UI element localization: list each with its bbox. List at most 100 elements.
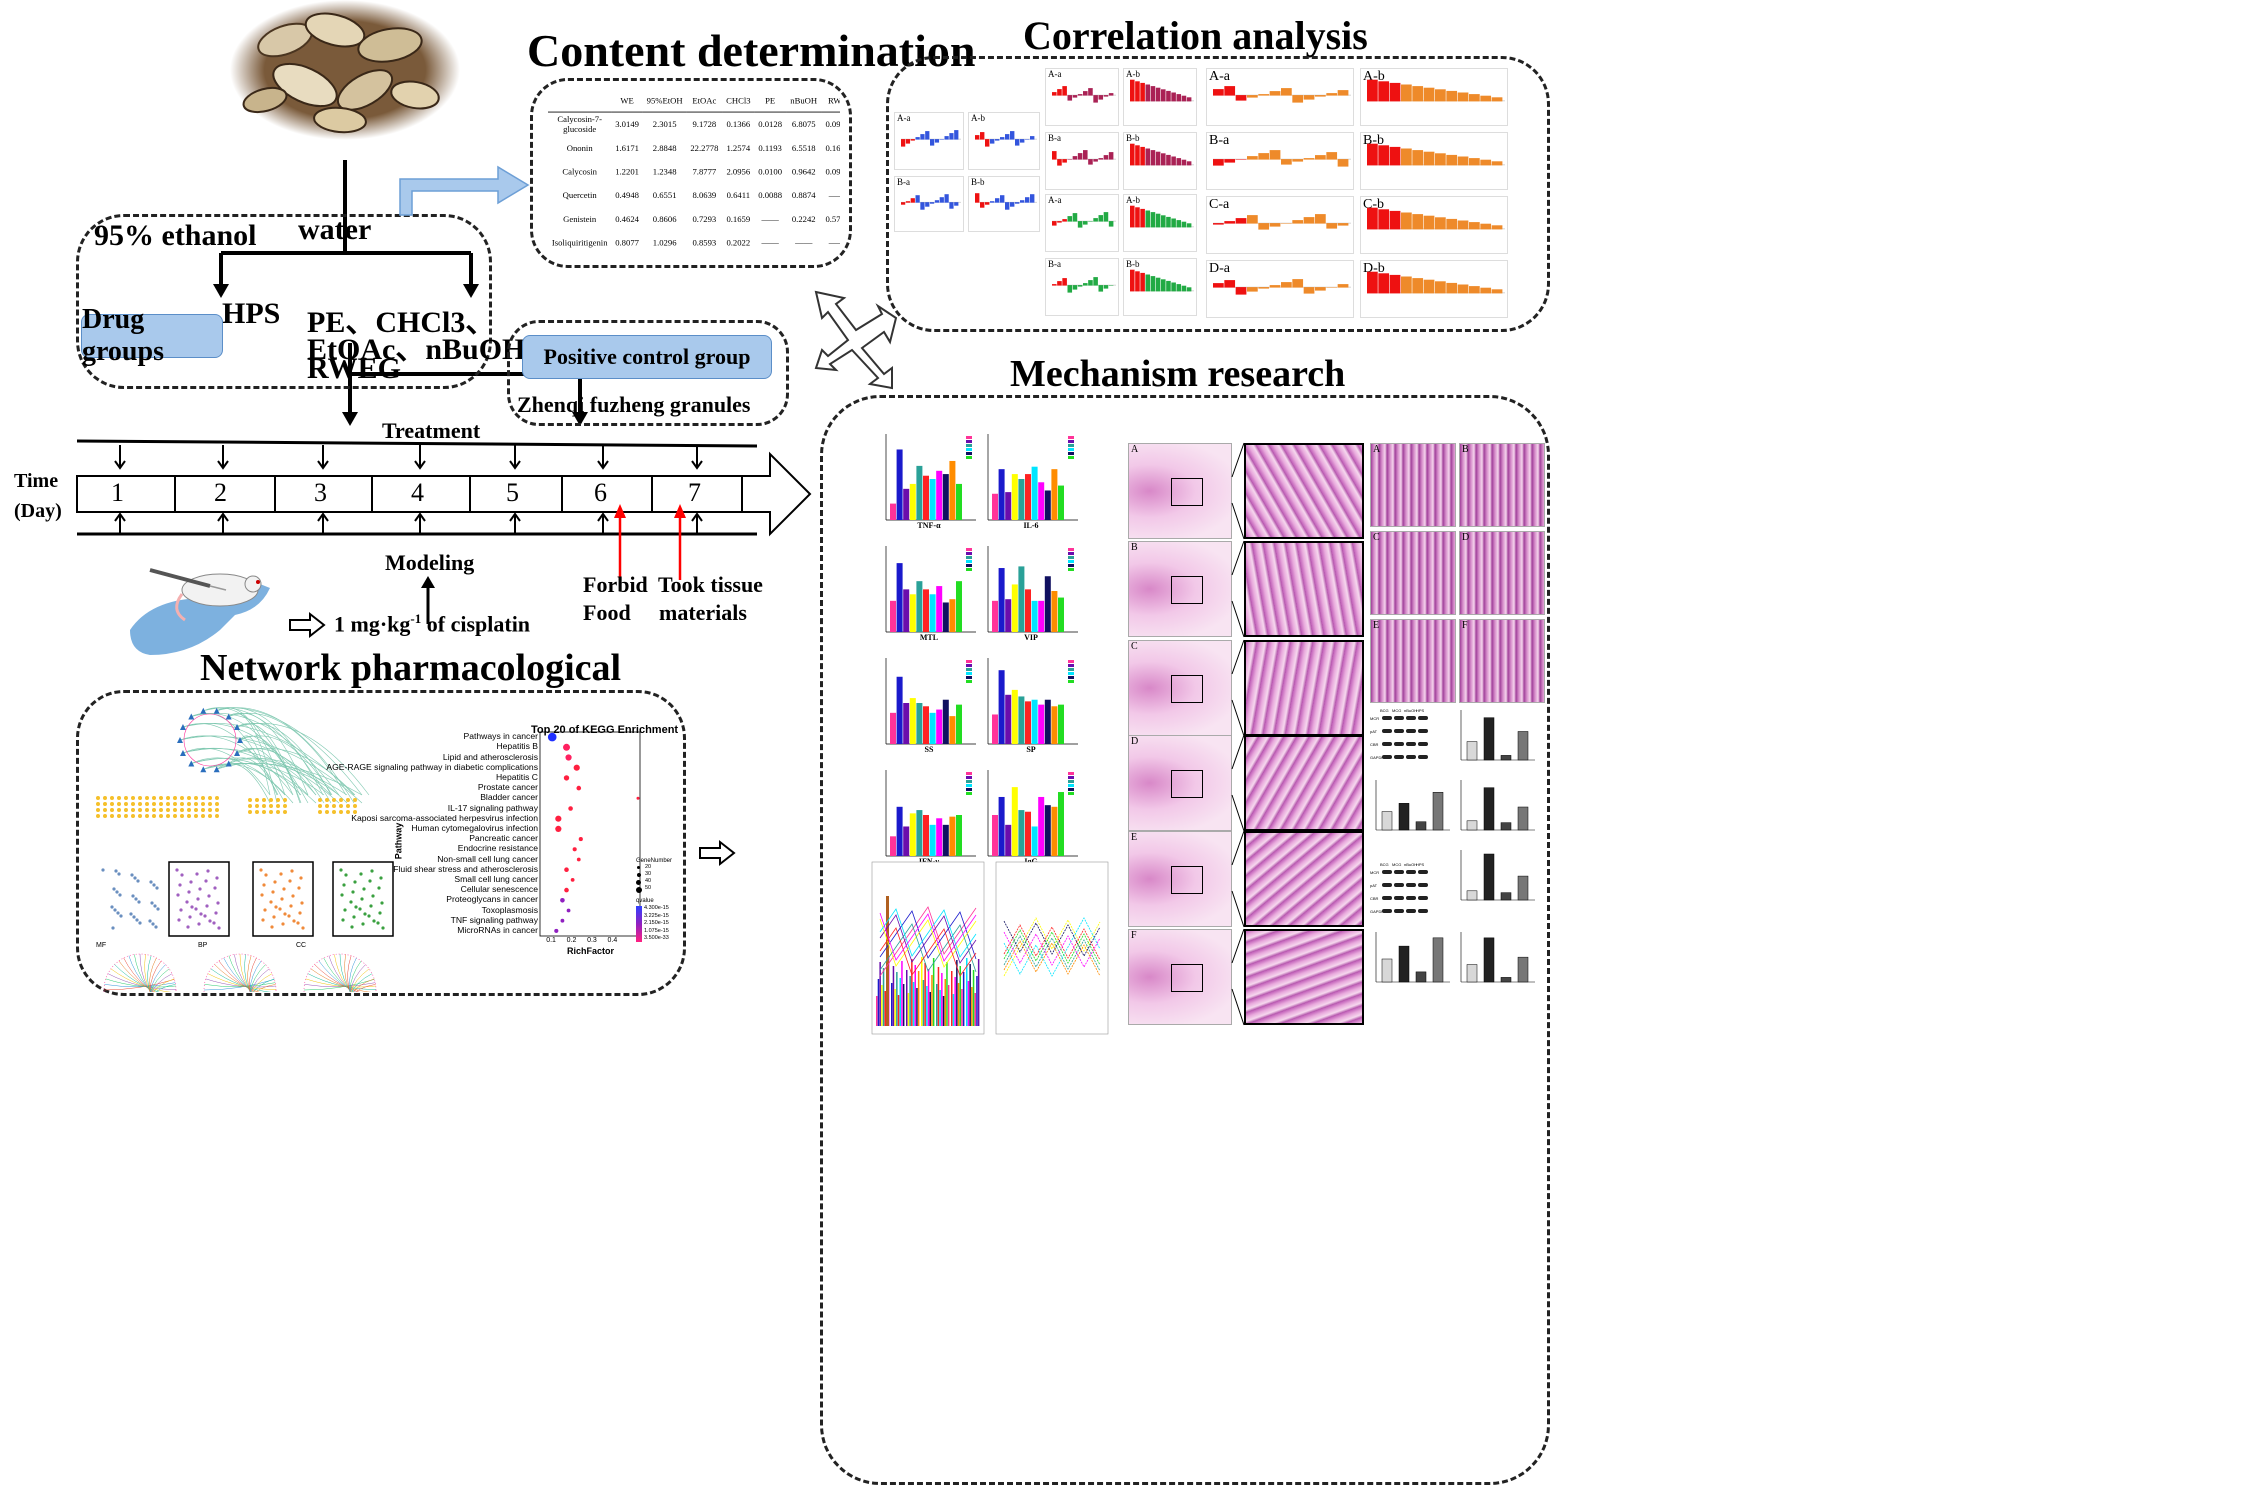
correlation-panel-label: A-a: [897, 113, 911, 123]
content-value: 1.0296: [652, 237, 677, 248]
wb-group-label: HPS: [1416, 862, 1425, 867]
content-value: ——: [795, 237, 813, 248]
link-double-arrow: [814, 290, 898, 390]
content-value: 0.0128: [758, 119, 783, 129]
bar-chart-title: IL-6: [1023, 521, 1039, 530]
content-value: 8.0639: [692, 190, 717, 200]
day-label: 2: [214, 478, 227, 507]
content-value: 0.6551: [652, 190, 677, 200]
histology-letter: A: [1131, 444, 1139, 455]
wb-band: [1418, 755, 1428, 759]
bar-chart-panel: SP: [982, 652, 1080, 760]
wb-band: [1394, 729, 1404, 733]
table-header: EtOAc: [686, 90, 723, 113]
correlation-box: [886, 56, 1550, 332]
histology-low-mag: F: [1128, 929, 1232, 1025]
kegg-pathway-label: MicroRNAs in cancer: [457, 924, 538, 935]
kegg-pathway-label: Human cytomegalovirus infection: [411, 822, 538, 833]
ppi-networks: [101, 861, 394, 937]
kegg-bubble-chart: [539, 731, 641, 937]
content-arrow: [399, 165, 530, 216]
content-value: 0.0088: [758, 190, 783, 200]
wb-band: [1406, 870, 1416, 874]
kegg-pathway-label: Hepatitis C: [495, 771, 538, 782]
wb-group-label: BCG: [1380, 708, 1389, 713]
content-value: 2.3015: [652, 119, 677, 129]
correlation-panel-label: A-b: [971, 113, 985, 123]
content-value: 0.5757: [825, 213, 840, 224]
correlation-panel-label: B-a: [1209, 133, 1230, 148]
drug-groups-box: Drug groups: [81, 304, 223, 367]
correlation-panel-label: B-a: [897, 177, 910, 187]
content-value: 7.8777: [692, 166, 717, 177]
kegg-ylabel: Pathway: [393, 822, 404, 860]
zoom-rect: [1171, 576, 1203, 604]
bar-chart-title: TNF-α: [917, 521, 941, 530]
content-value: 1.2574: [726, 142, 751, 153]
modeling-arrow: [421, 576, 435, 624]
cisplatin-label: 1 mg·kg-1 of cisplatin: [334, 611, 530, 637]
table-header: nBuOH: [785, 90, 822, 113]
kegg-xtick: 0.2: [566, 937, 577, 944]
go-circle-plots: [90, 940, 380, 992]
content-value: 1.1765: [643, 254, 687, 258]
zoom-connector: [1231, 734, 1245, 832]
content-value: ——: [761, 237, 779, 248]
day-label: 5: [506, 478, 519, 507]
table-header: CHCl3: [722, 90, 755, 113]
wb-band: [1406, 716, 1416, 720]
zoom-rect: [1171, 675, 1203, 703]
bar-chart-panel: SS: [880, 652, 978, 760]
bar-chart-title: IgG: [1024, 857, 1038, 866]
zoom-rect: [1171, 478, 1203, 506]
correlation-panel: D-a: [1206, 260, 1354, 318]
compound-name: Genistein: [563, 213, 597, 224]
wb-band: [1406, 909, 1416, 913]
correlation-panel: C-a: [1206, 196, 1354, 254]
compound-name: Isoliquiritigenin: [551, 237, 608, 248]
histology-letter: B: [1131, 542, 1138, 553]
kegg-pathway-label: Cellular senescence: [460, 884, 538, 895]
zoom-rect: [1171, 866, 1203, 894]
right-histology-panel: B: [1459, 443, 1545, 527]
table-header: WE: [611, 90, 643, 113]
mechanism-line-charts: [871, 861, 1109, 1035]
compound-name: Calycosin: [562, 166, 597, 177]
content-value: 3.0149: [615, 119, 639, 129]
go-label-cc: CC: [296, 942, 307, 949]
small-bar-chart: [1460, 932, 1535, 983]
content-value: 0.2949: [786, 254, 822, 258]
wb-group-label: nBuOH: [1404, 708, 1418, 713]
kegg-legend-dot: [636, 873, 641, 877]
bar-chart-panel: IL-6: [982, 428, 1080, 536]
compound-name: Formononetin: [548, 254, 611, 258]
ethanol-label: 95% ethanol: [94, 219, 257, 252]
histology-high-mag: [1244, 831, 1364, 927]
time-label-1: Time: [14, 470, 59, 492]
small-bar-chart: [1460, 850, 1535, 901]
wb-band: [1394, 870, 1404, 874]
compound-name: Ononin: [566, 142, 593, 153]
bar-chart-title: IFN-γ: [918, 857, 940, 866]
correlation-panel: B-a: [1045, 132, 1119, 190]
wb-band: [1406, 755, 1416, 759]
wb-row-label: GAPDH: [1370, 909, 1385, 914]
zoom-connector: [1231, 639, 1245, 737]
wb-band: [1394, 896, 1404, 900]
correlation-panel: A-b: [1123, 194, 1197, 252]
content-value: 0.8606: [652, 213, 677, 224]
wb-band: [1394, 755, 1404, 759]
content-value: 0.2626: [822, 254, 840, 258]
right-histology-panel: E: [1370, 619, 1456, 703]
kegg-pathway-label: Endocrine resistance: [457, 843, 538, 854]
correlation-panel-label: A-a: [1209, 69, 1230, 84]
kegg-pathway-label: IL-17 signaling pathway: [447, 802, 538, 813]
content-value: 0.6411: [726, 190, 751, 200]
kegg-pathway-label: Kaposi sarcoma-associated herpesvirus in…: [351, 812, 538, 823]
kegg-pathway-label: Small cell lung cancer: [454, 873, 538, 884]
